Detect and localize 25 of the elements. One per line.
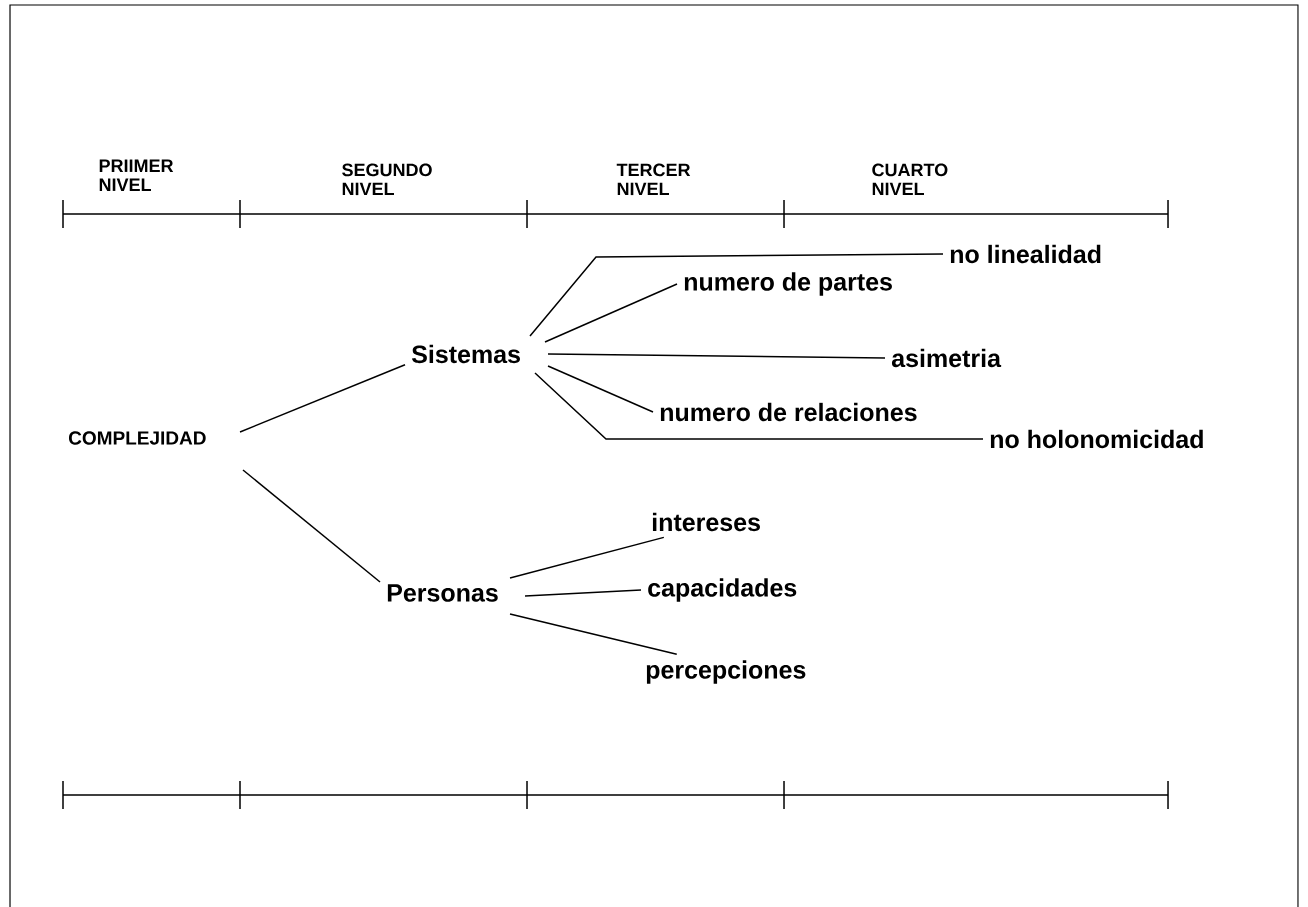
term-label: Sistemas	[411, 344, 520, 364]
connector-line	[529, 253, 944, 337]
term-label: numero de partes	[684, 272, 892, 296]
connector-line	[547, 365, 654, 413]
level-label: SEGUNDO NIVEL	[342, 163, 432, 196]
level-label: CUARTO NIVEL	[872, 163, 948, 196]
term-label: no holonomicidad	[990, 429, 1203, 449]
term-label: Personas	[387, 584, 498, 602]
term-label: capacidades	[648, 578, 797, 602]
level-label: PRIIMER NIVEL	[99, 159, 174, 191]
connector-line	[509, 613, 678, 655]
connector-line	[534, 372, 984, 440]
term-label: percepciones	[646, 660, 806, 684]
term-label: no linealidad	[950, 244, 1101, 264]
connector-line	[544, 283, 678, 343]
level-label: TERCER NIVEL	[616, 163, 691, 196]
connector-line	[509, 536, 665, 579]
connector-line	[524, 589, 642, 597]
connector-line	[242, 469, 381, 583]
connector-line	[239, 364, 406, 433]
term-label: numero de relaciones	[660, 402, 917, 422]
term-label: asimetria	[891, 348, 1002, 368]
connector-line	[547, 353, 886, 359]
root-term: COMPLEJIDAD	[69, 431, 206, 445]
term-label: intereses	[652, 512, 760, 532]
